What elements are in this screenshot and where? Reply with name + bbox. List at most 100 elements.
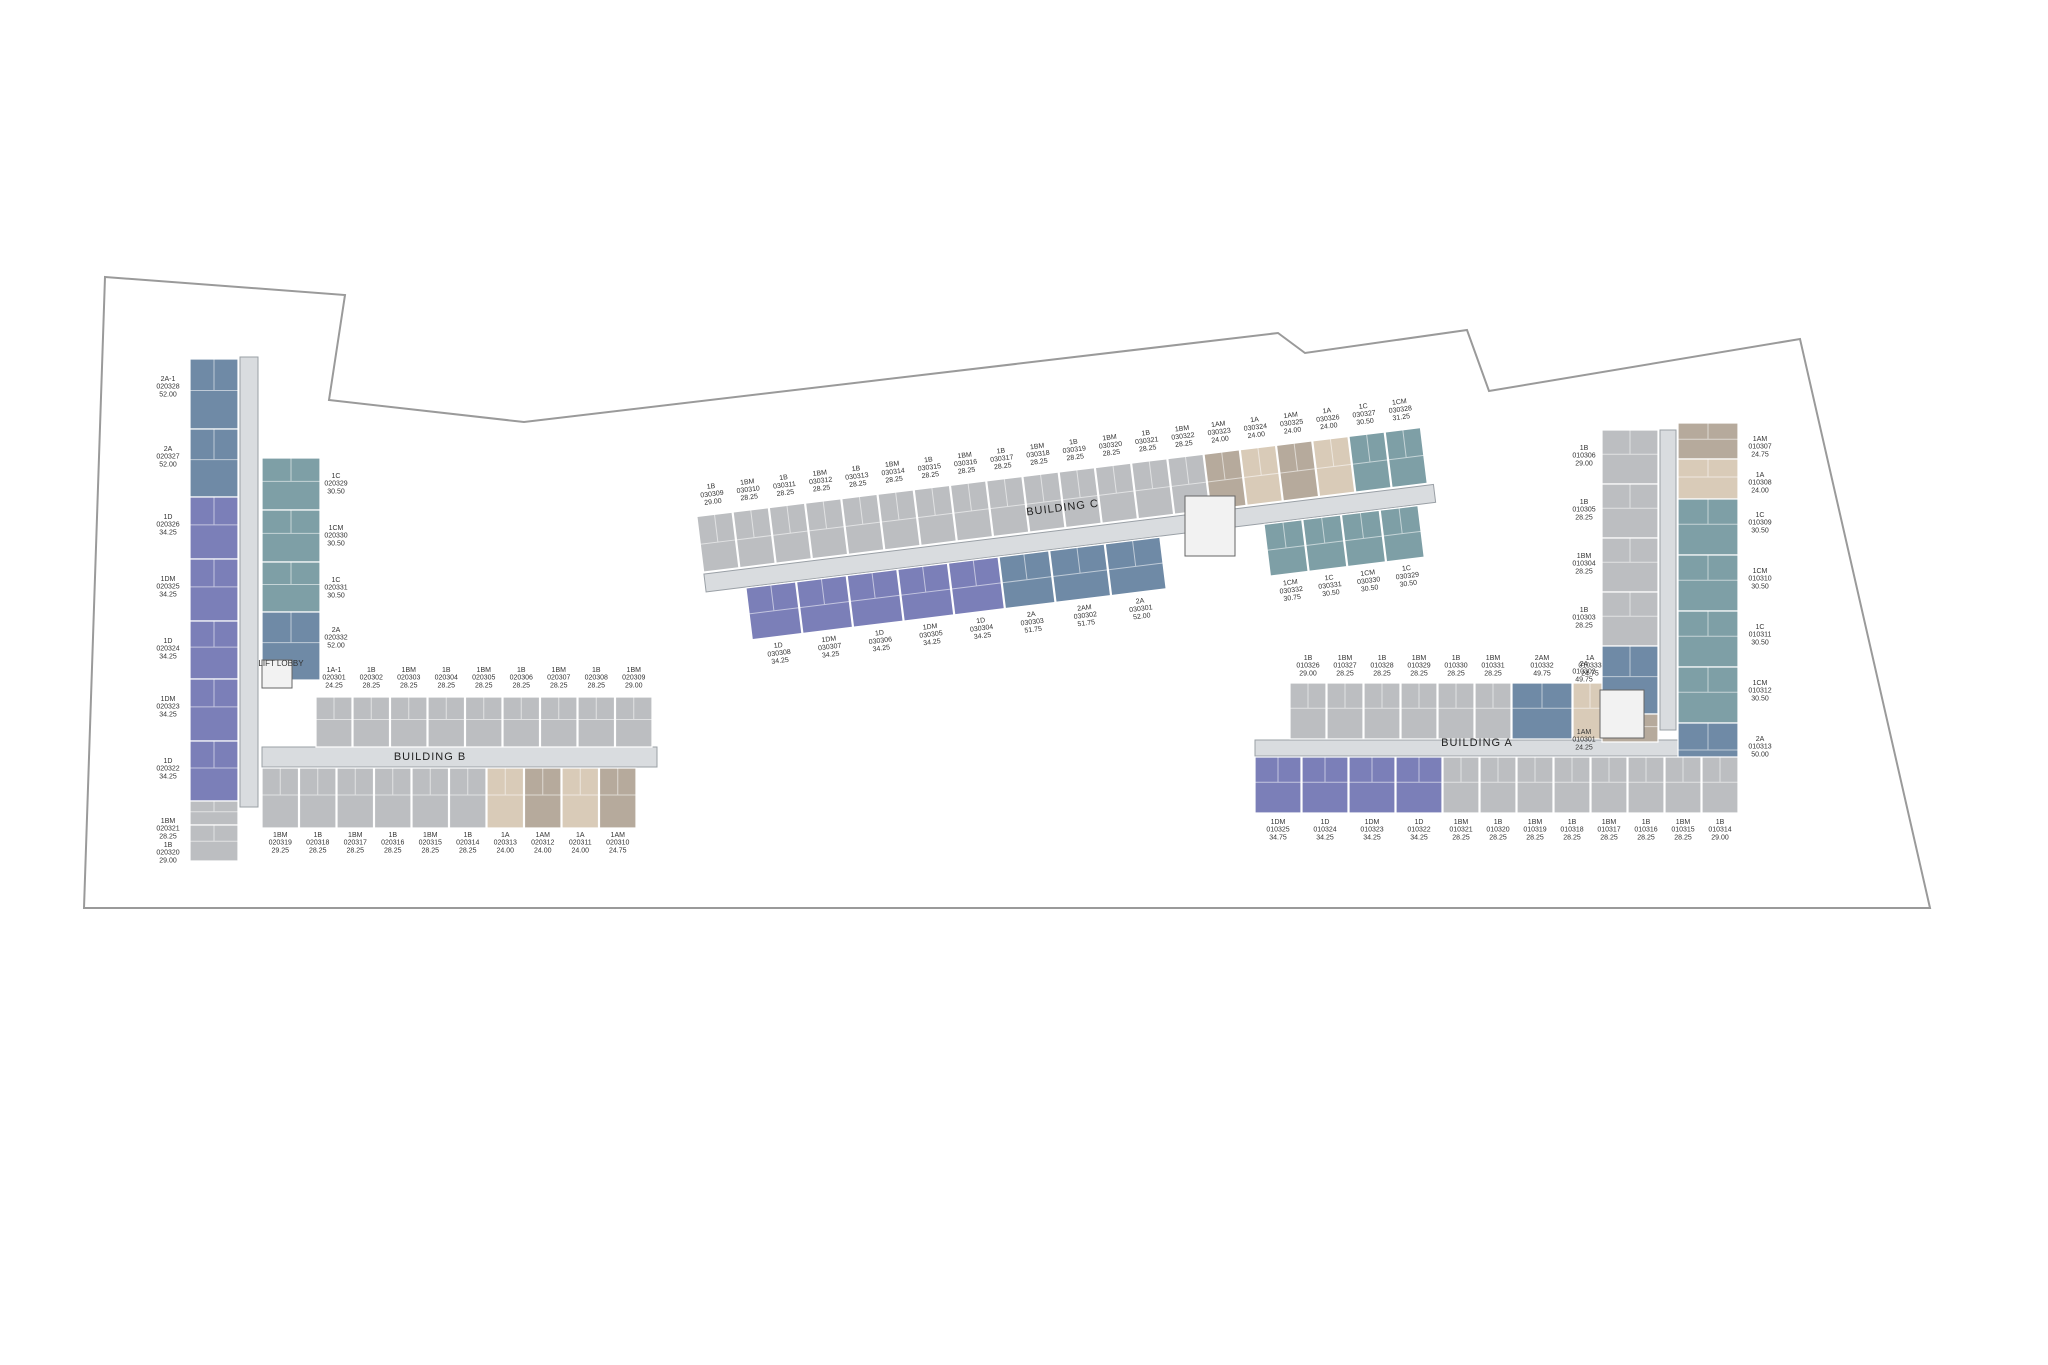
label-line: 1BM — [348, 832, 363, 839]
label-line: 030318 — [1026, 450, 1050, 460]
unit-030327 — [1348, 431, 1392, 493]
label-line: 30.50 — [1751, 639, 1769, 646]
label-line: 1B — [1452, 655, 1461, 662]
label-line: 020303 — [397, 675, 420, 682]
label-line: 1D — [164, 758, 173, 765]
label-line: 30.50 — [1322, 589, 1340, 598]
label-030329: 1C03032930.50 — [1395, 564, 1421, 589]
unit-partition — [190, 621, 238, 648]
label-line: 010308 — [1748, 480, 1771, 487]
unit-partition — [1062, 469, 1098, 501]
unit-030330 — [1340, 509, 1387, 568]
unit-partition — [1108, 540, 1164, 571]
label-line: 1B — [463, 832, 472, 839]
unit-030315 — [913, 484, 957, 547]
unit-partition — [881, 492, 917, 523]
label-line: 24.00 — [1247, 431, 1265, 440]
label-line: 020328 — [156, 384, 179, 391]
unit-partition — [1665, 757, 1701, 783]
label-line: 28.25 — [587, 682, 605, 689]
label-line: 28.25 — [1575, 622, 1593, 629]
unit-partition — [562, 768, 599, 796]
label-line: 52.00 — [159, 391, 177, 398]
unit-partition — [736, 509, 772, 541]
label-line: 010326 — [1296, 663, 1319, 670]
label-line: 1BM — [812, 469, 827, 478]
label-line: 020327 — [156, 454, 179, 461]
unit-030307 — [795, 575, 854, 635]
label-line: 030320 — [1099, 441, 1123, 451]
unit-030317 — [986, 475, 1030, 538]
label-line: 52.00 — [327, 642, 345, 649]
unit-partition — [749, 584, 799, 615]
label-line: 020301 — [322, 675, 345, 682]
unit-020306 — [502, 696, 541, 748]
label-line: 24.00 — [1284, 427, 1302, 436]
label-line: 020330 — [324, 533, 347, 540]
unit-partition — [190, 497, 238, 526]
unit-partition — [390, 697, 427, 720]
label-line: 34.25 — [159, 711, 177, 718]
unit-partition — [1512, 683, 1572, 709]
unit-partition — [1401, 683, 1437, 709]
unit-partition — [1002, 553, 1052, 584]
label-line: 34.25 — [872, 644, 890, 653]
label-line: 1DM — [1365, 819, 1380, 826]
label-line: 030311 — [773, 481, 797, 491]
label-line: 020331 — [324, 585, 347, 592]
unit-partition — [1443, 757, 1479, 783]
label-line: 030322 — [1171, 432, 1195, 442]
unit-partition — [1305, 517, 1344, 546]
label-line: 1AM — [1753, 436, 1768, 443]
unit-030332 — [1263, 519, 1309, 577]
unit-partition — [1316, 438, 1352, 470]
unit-020313 — [486, 767, 525, 829]
label-line: 030328 — [1388, 405, 1412, 415]
label-line: 24.00 — [496, 847, 514, 854]
label-line: 28.25 — [1489, 834, 1507, 841]
label-030303: 2A03030351.75 — [1019, 610, 1045, 635]
label-line: 020321 — [156, 826, 179, 833]
label-line: 1CM — [1753, 568, 1768, 575]
label-line: 1DM — [1271, 819, 1286, 826]
unit-030305 — [897, 562, 955, 622]
unit-partition — [337, 768, 374, 796]
label-line: 030310 — [736, 485, 760, 495]
unit-020323 — [189, 678, 239, 742]
label-line: 34.25 — [923, 638, 941, 647]
label-line: 28.25 — [1563, 834, 1581, 841]
label-line: 010301 — [1572, 737, 1595, 744]
label-line: 31.25 — [1392, 413, 1410, 422]
label-line: 1B — [442, 667, 451, 674]
label-line: 1BM — [885, 460, 900, 469]
label-line: 29.00 — [1575, 460, 1593, 467]
label-030318: 1BM03031828.25 — [1025, 442, 1051, 467]
label-line: 30.50 — [1751, 583, 1769, 590]
label-line: 28.25 — [346, 847, 364, 854]
label-line: 28.25 — [994, 462, 1012, 471]
label-line: 030307 — [818, 643, 842, 653]
label-line: 030326 — [1316, 414, 1340, 424]
unit-010331 — [1474, 682, 1512, 740]
unit-partition — [1290, 683, 1326, 709]
label-line: 020308 — [585, 675, 608, 682]
unit-010311 — [1677, 610, 1739, 668]
label-line: 34.25 — [159, 529, 177, 536]
label-line: 28.25 — [1575, 568, 1593, 575]
unit-partition — [1396, 757, 1442, 783]
label-line: 030309 — [700, 490, 724, 500]
label-030309: 1B03030929.00 — [699, 482, 725, 507]
label-line: 010309 — [1748, 520, 1771, 527]
label-line: 28.25 — [776, 489, 794, 498]
label-line: 30.50 — [1356, 418, 1374, 427]
unit-010332 — [1511, 682, 1573, 740]
unit-030329 — [1379, 504, 1425, 563]
